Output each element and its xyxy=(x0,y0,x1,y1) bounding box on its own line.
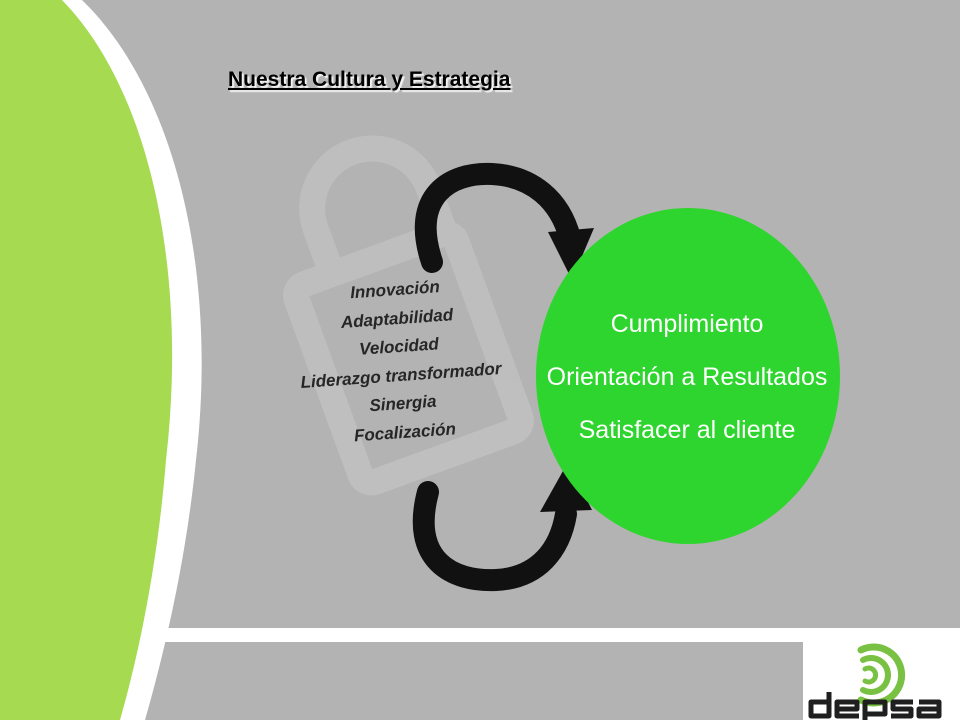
circle-item: Cumplimiento xyxy=(610,310,764,338)
values-list: Innovación Adaptabilidad Velocidad Lider… xyxy=(282,268,517,454)
sidebar-green-panel xyxy=(0,0,173,720)
depsa-logo-icon xyxy=(808,643,942,720)
circular-arrow-icon-bottom xyxy=(412,462,592,592)
circle-item: Orientación a Resultados xyxy=(546,363,828,391)
results-circle xyxy=(536,208,840,544)
circle-item: Satisfacer al cliente xyxy=(578,416,796,444)
circle-text: Cumplimiento Orientación a Resultados Sa… xyxy=(536,298,838,457)
slide-title: Nuestra Cultura y Estrategia xyxy=(228,68,511,91)
depsa-logo xyxy=(803,638,960,720)
circular-arrow-icon-top xyxy=(414,162,594,280)
watermark-shape xyxy=(283,135,534,496)
bottom-divider xyxy=(0,628,960,642)
